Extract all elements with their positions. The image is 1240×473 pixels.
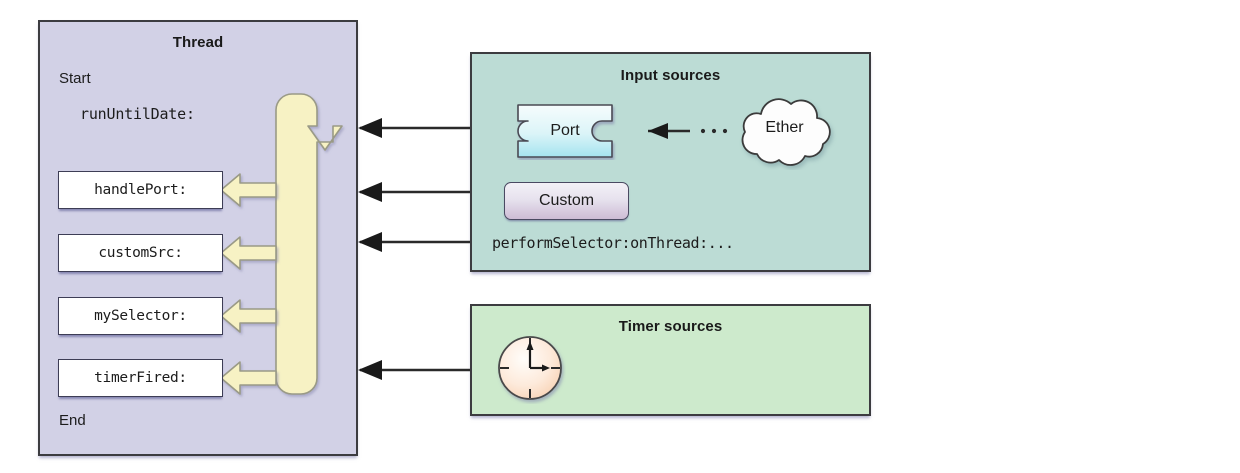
method-box-label: handlePort: — [94, 182, 187, 198]
thread-panel-title: Thread — [172, 34, 224, 51]
ether-label: Ether — [765, 119, 804, 136]
run-until-date-label: runUntilDate: — [80, 105, 195, 123]
method-box-custom-src[interactable]: customSrc: — [58, 234, 223, 272]
custom-source-button[interactable]: Custom — [504, 182, 629, 220]
clock-icon — [498, 336, 562, 400]
method-box-my-selector[interactable]: mySelector: — [58, 297, 223, 335]
method-box-label: timerFired: — [94, 370, 187, 386]
method-box-handle-port[interactable]: handlePort: — [58, 171, 223, 209]
input-sources-title: Input sources — [620, 67, 721, 84]
port-shape[interactable] — [504, 102, 626, 160]
timer-sources-panel: Timer sources — [470, 304, 871, 416]
ether-to-port-arrow — [648, 123, 728, 139]
thread-start-label: Start — [59, 70, 91, 87]
thread-end-label: End — [59, 412, 86, 429]
method-box-timer-fired[interactable]: timerFired: — [58, 359, 223, 397]
custom-source-label: Custom — [538, 192, 595, 209]
perform-selector-label: performSelector:onThread:... — [492, 234, 734, 252]
method-box-label: mySelector: — [94, 308, 187, 324]
input-sources-panel: Input sources Port — [470, 52, 871, 272]
method-box-label: customSrc: — [98, 245, 183, 261]
thread-panel: Thread Start runUntilDate: handlePort: — [38, 20, 358, 456]
ether-cloud-shape — [741, 98, 831, 166]
timer-sources-title: Timer sources — [618, 318, 723, 335]
port-label: Port — [550, 122, 580, 139]
